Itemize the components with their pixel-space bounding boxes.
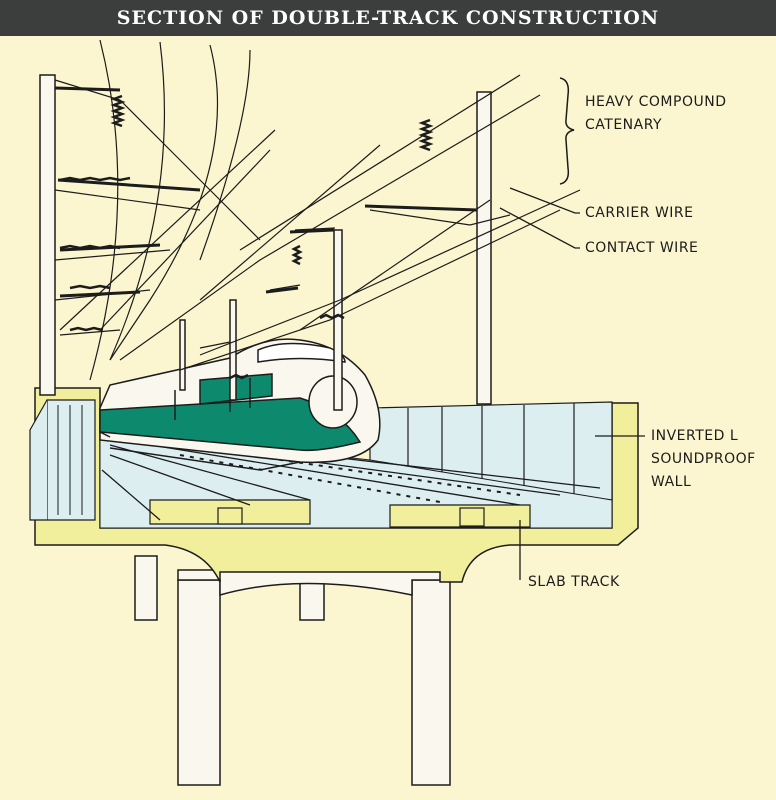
soundproof-wall-label: INVERTED L SOUNDPROOF WALL — [651, 425, 756, 494]
title-bar: SECTION OF DOUBLE-TRACK CONSTRUCTION — [0, 0, 776, 36]
catenary-insulators — [59, 94, 434, 380]
slab-track — [149, 499, 531, 528]
catenary-poles — [39, 74, 492, 411]
catenary-brace — [559, 77, 575, 185]
soundproof-wall-label-line-1: INVERTED L — [651, 428, 739, 444]
slab-track-label: SLAB TRACK — [528, 574, 620, 590]
viaduct-section-diagram — [29, 39, 645, 786]
heavy-compound-catenary-label: HEAVY COMPOUND CATENARY — [585, 91, 726, 137]
left-soundproof-wall — [46, 399, 96, 521]
page-title: SECTION OF DOUBLE-TRACK CONSTRUCTION — [116, 7, 660, 29]
viaduct-piers — [134, 555, 451, 786]
catenary-label-line-2: CATENARY — [585, 117, 663, 133]
contact-wire-label: CONTACT WIRE — [585, 240, 699, 256]
catenary-label-line-1: HEAVY COMPOUND — [585, 94, 727, 110]
carrier-wire-label: CARRIER WIRE — [585, 205, 694, 221]
soundproof-wall-label-line-3: WALL — [651, 474, 692, 490]
soundproof-wall-label-line-2: SOUNDPROOF — [651, 451, 756, 467]
bullet-train — [99, 338, 381, 471]
callout-leaders — [499, 187, 645, 580]
overhead-wires — [54, 39, 581, 381]
concrete-trough — [34, 387, 639, 583]
